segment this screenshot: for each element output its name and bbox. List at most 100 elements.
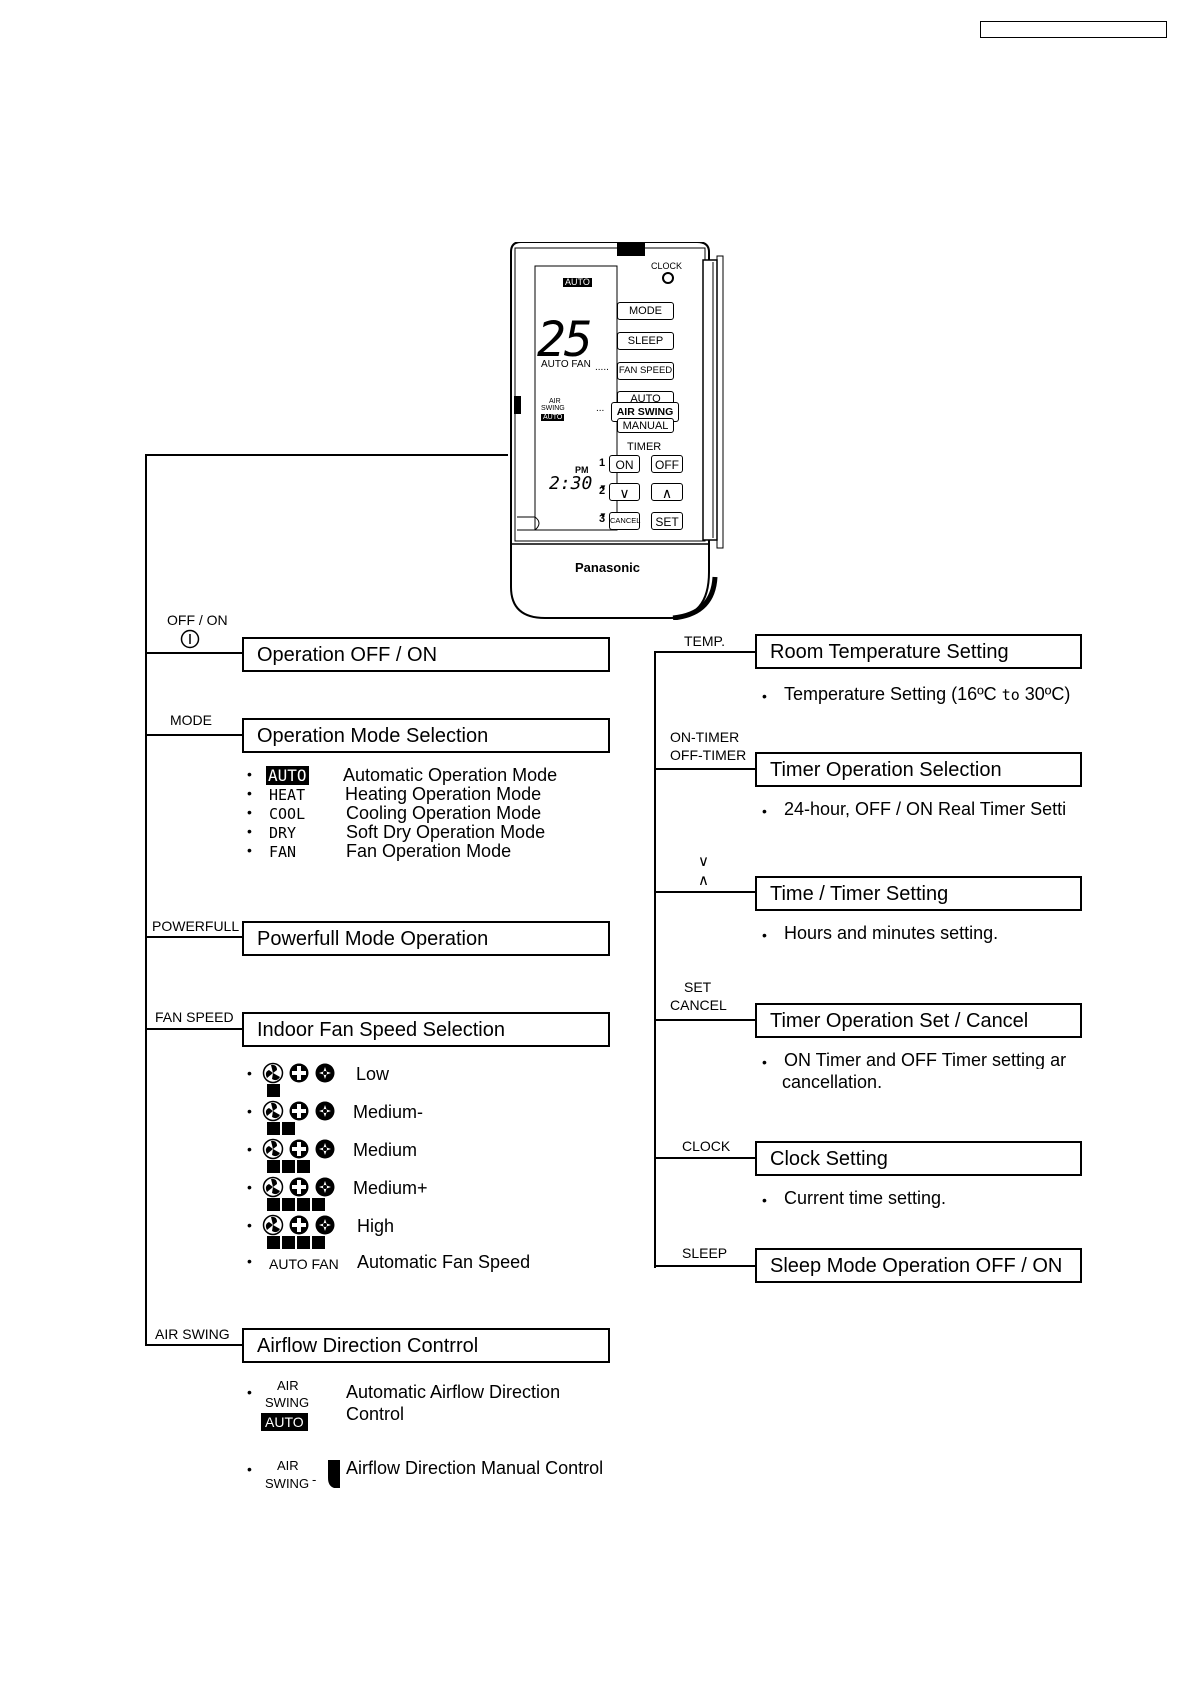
off-timer-label: OFF-TIMER	[670, 747, 747, 763]
fan-speed-bullet: •	[247, 1217, 252, 1233]
fan-level-square	[312, 1236, 325, 1249]
mode-text-dry: Soft Dry Operation Mode	[346, 822, 546, 842]
set-cancel-connector	[654, 1019, 755, 1021]
timer-desc: 24-hour, OFF / ON Real Timer Setti	[784, 800, 1067, 818]
mode-button[interactable]: MODE	[617, 302, 674, 320]
set-button[interactable]: SET	[651, 512, 683, 530]
timer-3-label: 3	[599, 513, 606, 525]
on-timer-label: ON-TIMER	[670, 729, 740, 745]
timer-bullet: •	[762, 803, 767, 819]
off-on-connector	[145, 652, 242, 654]
louver-icon	[328, 1460, 340, 1488]
left-trunk-top	[145, 454, 508, 456]
brand-logo: Panasonic	[575, 560, 641, 575]
sleep-button[interactable]: SLEEP	[617, 332, 674, 350]
power-icon	[180, 629, 200, 649]
mode-item-bullet: •	[247, 785, 252, 801]
fan-level-square	[267, 1160, 280, 1173]
fan-icon-group	[262, 1138, 338, 1165]
manual-button[interactable]: MANUAL	[617, 418, 674, 433]
down-arrow-label: ∨	[698, 853, 709, 870]
air-swing-connector	[145, 1344, 242, 1346]
fan-speed-dots: .....	[595, 362, 609, 373]
operation-off-on-box: Operation OFF / ON	[242, 637, 610, 672]
mode-text-fan: Fan Operation Mode	[346, 841, 512, 861]
air-swing-dots: ...	[596, 403, 605, 414]
time-desc: Hours and minutes setting.	[784, 923, 999, 943]
fan-speed-bullet: •	[247, 1103, 252, 1119]
fan-auto-code: AUTO FAN	[269, 1256, 339, 1272]
off-on-label: OFF / ON	[167, 612, 228, 628]
mode-item-bullet: •	[247, 842, 252, 858]
fan-auto-text: Automatic Fan Speed	[357, 1252, 531, 1272]
fan-level-square	[282, 1160, 295, 1173]
cancel-button[interactable]: CANCEL	[609, 512, 640, 530]
fan-icon-group	[262, 1176, 338, 1203]
mode-code-dry: DRY	[269, 824, 297, 842]
sleep-mode-box: Sleep Mode Operation OFF / ON	[755, 1248, 1082, 1283]
fan-speed-box: Indoor Fan Speed Selection	[242, 1012, 610, 1047]
clock-connector	[654, 1157, 755, 1159]
timer-off-button[interactable]: OFF	[651, 455, 683, 473]
mode-text-heat: Heating Operation Mode	[345, 784, 542, 804]
set-cancel-box: Timer Operation Set / Cancel	[755, 1003, 1082, 1038]
air-manual-dash: -	[312, 1472, 317, 1487]
fan-speed-connector	[145, 1028, 242, 1030]
air-swing-button[interactable]: AIR SWING	[611, 402, 679, 422]
mode-code-cool: COOL	[269, 805, 306, 823]
clock-bullet: •	[762, 1192, 767, 1208]
time-setting-box: Time / Timer Setting	[755, 876, 1082, 911]
fan-speed-bullet: •	[247, 1141, 252, 1157]
fan-speed-text: Medium-	[353, 1102, 424, 1122]
timer-1-label: 1	[599, 457, 606, 469]
set-cancel-desc-1: ON Timer and OFF Timer setting ar	[784, 1051, 1067, 1069]
fan-speed-label: FAN SPEED	[155, 1009, 234, 1025]
right-trunk	[654, 651, 656, 1268]
display-temperature: 25	[537, 312, 593, 368]
fan-speed-button[interactable]: FAN SPEED	[617, 362, 674, 380]
air-auto-air: AIR	[277, 1378, 299, 1393]
temp-connector	[654, 651, 755, 653]
up-button[interactable]: ∧	[651, 483, 683, 501]
fan-speed-text: Medium	[353, 1140, 418, 1160]
timer-label: TIMER	[627, 441, 662, 453]
cancel-label: CANCEL	[670, 997, 727, 1013]
fan-level-square	[267, 1198, 280, 1211]
up-arrow-label: ∧	[698, 872, 709, 889]
air-auto-text-2: Control	[346, 1404, 405, 1424]
air-manual-text: Airflow Direction Manual Control	[346, 1458, 604, 1478]
mode-text-auto: Automatic Operation Mode	[343, 765, 558, 785]
down-button[interactable]: ∨	[609, 483, 640, 501]
fan-icon-group	[262, 1100, 338, 1127]
fan-level-square	[267, 1084, 280, 1097]
set-label: SET	[684, 979, 712, 995]
fan-speed-text: Low	[356, 1064, 390, 1084]
powerfull-box: Powerfull Mode Operation	[242, 921, 610, 956]
mode-connector	[145, 734, 242, 736]
display-auto-fan: AUTO FAN	[541, 359, 591, 370]
remote-arrows: ▼▼	[599, 483, 607, 520]
air-auto-badge: AUTO	[261, 1413, 308, 1431]
time-connector	[654, 891, 755, 893]
fan-speed-bullet: •	[247, 1179, 252, 1195]
air-auto-bullet: •	[247, 1384, 252, 1400]
mode-code-heat: HEAT	[269, 786, 306, 804]
remote-control: CLOCK AUTO 25 AUTO FAN AIR SWING AUTO PM…	[505, 242, 725, 620]
clock-setting-box: Clock Setting	[755, 1141, 1082, 1176]
timer-2-label: 2	[599, 485, 606, 497]
display-mode-badge: AUTO	[563, 277, 592, 287]
room-temperature-box: Room Temperature Setting	[755, 634, 1082, 669]
fan-level-square	[297, 1198, 310, 1211]
mode-item-bullet: •	[247, 823, 252, 839]
time-bullet: •	[762, 927, 767, 943]
left-trunk	[145, 454, 147, 1345]
clock-label: CLOCK	[682, 1138, 731, 1154]
fan-level-square	[267, 1236, 280, 1249]
mode-text-cool: Cooling Operation Mode	[346, 803, 542, 823]
mode-code-auto: AUTO	[266, 766, 309, 785]
fan-speed-text: Medium+	[353, 1178, 428, 1198]
mode-label: MODE	[170, 712, 212, 728]
timer-on-button[interactable]: ON	[609, 455, 640, 473]
timer-selection-box: Timer Operation Selection	[755, 752, 1082, 787]
display-time: 2:30	[549, 473, 593, 494]
